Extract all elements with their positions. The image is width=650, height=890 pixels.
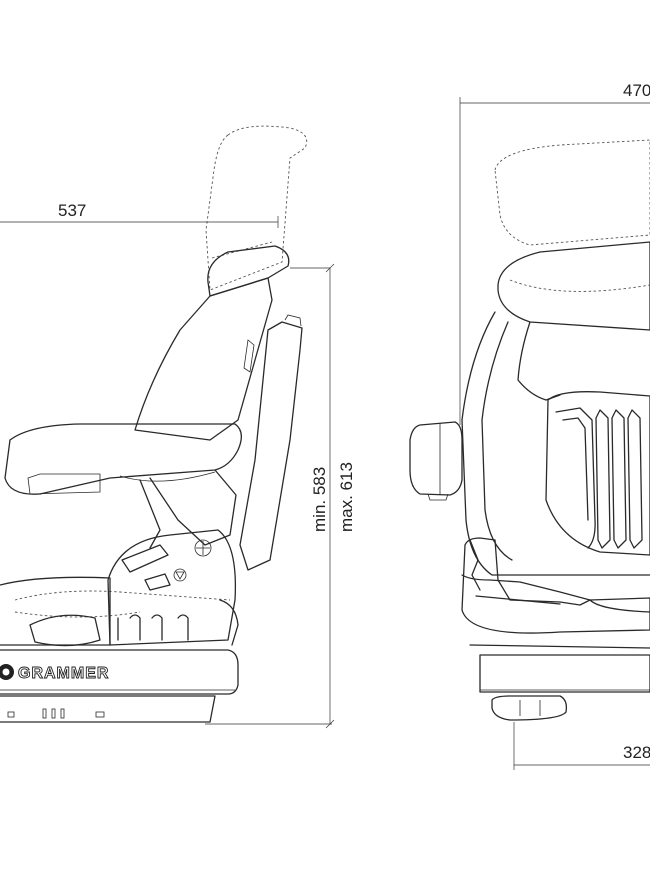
- side-seat-cushion: [4, 423, 242, 495]
- dimension-side-depth: 537: [0, 201, 279, 228]
- front-view: 470 328: [409, 81, 650, 770]
- dimension-height: min. 583 max. 613: [205, 263, 356, 729]
- dimension-base-width-label: 328: [623, 743, 650, 762]
- side-headrest: [207, 245, 290, 297]
- dimension-height-min-label: min. 583: [310, 467, 329, 532]
- side-backrest-rear-panel: [239, 321, 303, 571]
- dimension-height-max-label: max. 613: [337, 462, 356, 532]
- front-backrest: [461, 311, 650, 576]
- dimension-front-width-label: 470: [623, 81, 650, 100]
- side-backrest: [134, 277, 273, 441]
- front-base: [479, 654, 650, 693]
- front-lumbar-panel: [545, 391, 650, 556]
- side-headrest-raised: [205, 125, 308, 291]
- dimension-base-width: 328: [513, 722, 650, 770]
- front-headrest-raised: [494, 139, 650, 246]
- brand-logo-text: GRAMMER: [18, 665, 109, 682]
- dimension-front-width: 470: [459, 81, 650, 425]
- side-base: [0, 649, 239, 695]
- front-armrest: [409, 421, 463, 496]
- dimension-side-depth-label: 537: [58, 201, 86, 220]
- side-view: GRAMMER 537 min. 583 max. 613: [0, 125, 356, 729]
- side-lever-console: [107, 529, 237, 646]
- front-headrest: [497, 241, 650, 331]
- front-seat-cushion: [461, 537, 650, 634]
